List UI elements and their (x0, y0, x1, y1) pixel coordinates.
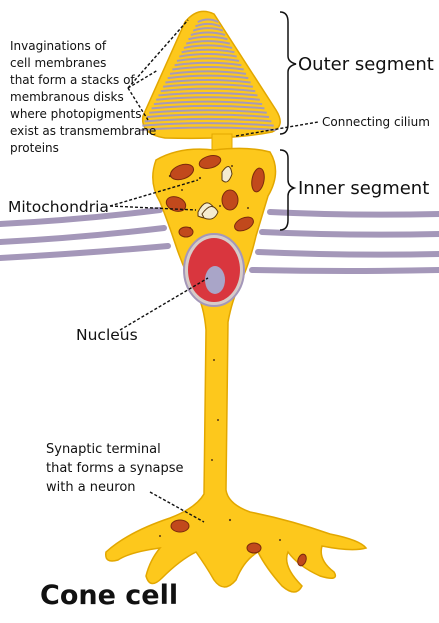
invaginations-label: Invaginations of cell membranes that for… (10, 38, 156, 157)
disk-line (172, 66, 244, 71)
invaginations-line-3: that form a stacks of (10, 73, 135, 87)
inner-segment-bracket (279, 149, 297, 231)
invaginations-line-4: membranous disks (10, 90, 124, 104)
disk-line (158, 91, 258, 97)
disk-line (181, 48, 235, 54)
disk-line (195, 22, 221, 28)
invaginations-line-6: exist as transmembrane (10, 124, 157, 138)
synaptic-terminal-line-3: with a neuron (46, 480, 136, 495)
disk-line (160, 87, 256, 93)
disk-line (174, 61, 242, 67)
disk-line (192, 27, 224, 32)
disk-line (153, 100, 263, 106)
disk-line (185, 40, 231, 45)
disk-line (165, 78, 251, 84)
diagram-title: Cone cell (40, 580, 179, 611)
inner-segment-label: Inner segment (298, 178, 430, 199)
nucleolus-shape (205, 266, 225, 294)
mitochondria-group (165, 155, 307, 567)
disk-line (169, 70, 247, 75)
disk-line (149, 109, 267, 114)
disk-line (146, 113, 270, 119)
synaptic-terminal-label: Synaptic terminal that forms a synapse w… (46, 440, 184, 497)
disk-line (179, 53, 237, 58)
mitochondria-label: Mitochondria (8, 198, 109, 216)
synaptic-terminal-line-1: Synaptic terminal (46, 442, 161, 457)
disk-line (156, 96, 260, 101)
disk-line (183, 44, 233, 49)
synaptic-terminal-line-2: that forms a synapse (46, 461, 184, 476)
invaginations-line-5: where photopigments (10, 107, 142, 121)
disk-line (142, 122, 274, 127)
disk-line (139, 126, 277, 131)
connecting-cilium-label: Connecting cilium (322, 115, 430, 129)
disk-line (167, 74, 249, 80)
membranous-disk-lines (139, 18, 277, 131)
invaginations-line-2: cell membranes (10, 56, 107, 70)
disk-line (188, 35, 228, 41)
disk-line (176, 57, 240, 62)
disk-line (144, 117, 272, 123)
nucleus-label: Nucleus (76, 326, 138, 344)
disk-line (197, 18, 219, 23)
invaginations-line-7: proteins (10, 141, 59, 155)
leader-lines (109, 19, 319, 523)
membrane-bands (0, 207, 439, 274)
invaginations-line-1: Invaginations of (10, 39, 107, 53)
disk-line (151, 104, 265, 110)
outer-segment-bracket (279, 11, 297, 135)
disk-line (162, 83, 254, 88)
outer-segment-label: Outer segment (298, 54, 434, 75)
golgi-apparatus (197, 166, 233, 220)
disk-line (190, 31, 226, 36)
